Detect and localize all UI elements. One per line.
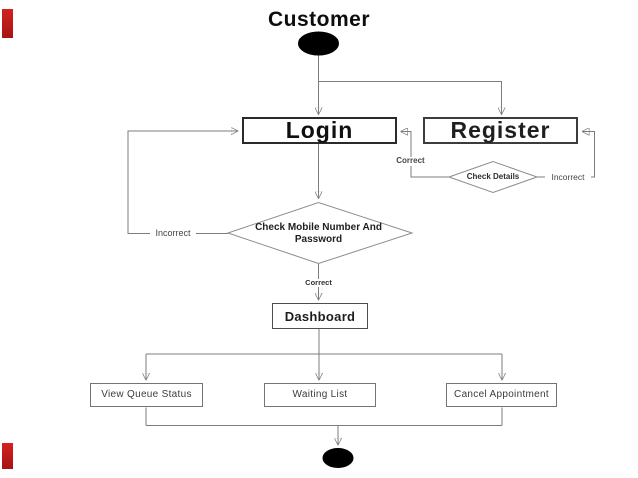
- register-node: Register: [423, 117, 578, 144]
- red-marker-top: [2, 9, 13, 38]
- check-mobile-label-line2: Password: [294, 233, 343, 245]
- check-mobile-label-line1: Check Mobile Number And: [255, 222, 382, 233]
- view-queue-status-node: View Queue Status: [90, 383, 203, 407]
- check-mobile-diamond: [226, 201, 414, 265]
- check-details-label: Check Details: [466, 172, 520, 181]
- register-label: Register: [450, 117, 551, 143]
- cancel-appointment-node: Cancel Appointment: [446, 383, 557, 407]
- edge-label-correct-register: Correct: [390, 156, 431, 166]
- start-node: [298, 31, 339, 56]
- end-node: [322, 448, 354, 468]
- check-details-diamond: [447, 160, 539, 194]
- waiting-list-label: Waiting List: [292, 389, 348, 400]
- edge-branch-to-register: [318, 81, 502, 115]
- dashboard-node: Dashboard: [272, 303, 368, 329]
- cancel-appointment-label: Cancel Appointment: [454, 389, 549, 400]
- edge-checkmobile-incorrect-to-login: [127, 131, 238, 234]
- view-queue-status-label: View Queue Status: [101, 389, 192, 400]
- edge-label-correct-dashboard: Correct: [301, 278, 336, 288]
- dashboard-label: Dashboard: [284, 308, 356, 324]
- red-marker-bottom: [2, 443, 13, 469]
- login-node: Login: [242, 117, 397, 144]
- waiting-list-node: Waiting List: [264, 383, 376, 407]
- customer-label: Customer: [267, 8, 371, 31]
- edge-label-incorrect-login: Incorrect: [150, 228, 196, 239]
- check-mobile-label: Check Mobile Number And Password: [236, 222, 401, 245]
- login-label: Login: [285, 117, 354, 143]
- edge-label-incorrect-register: Incorrect: [545, 172, 591, 183]
- edge-checkdetails-correct-to-login: [401, 132, 449, 178]
